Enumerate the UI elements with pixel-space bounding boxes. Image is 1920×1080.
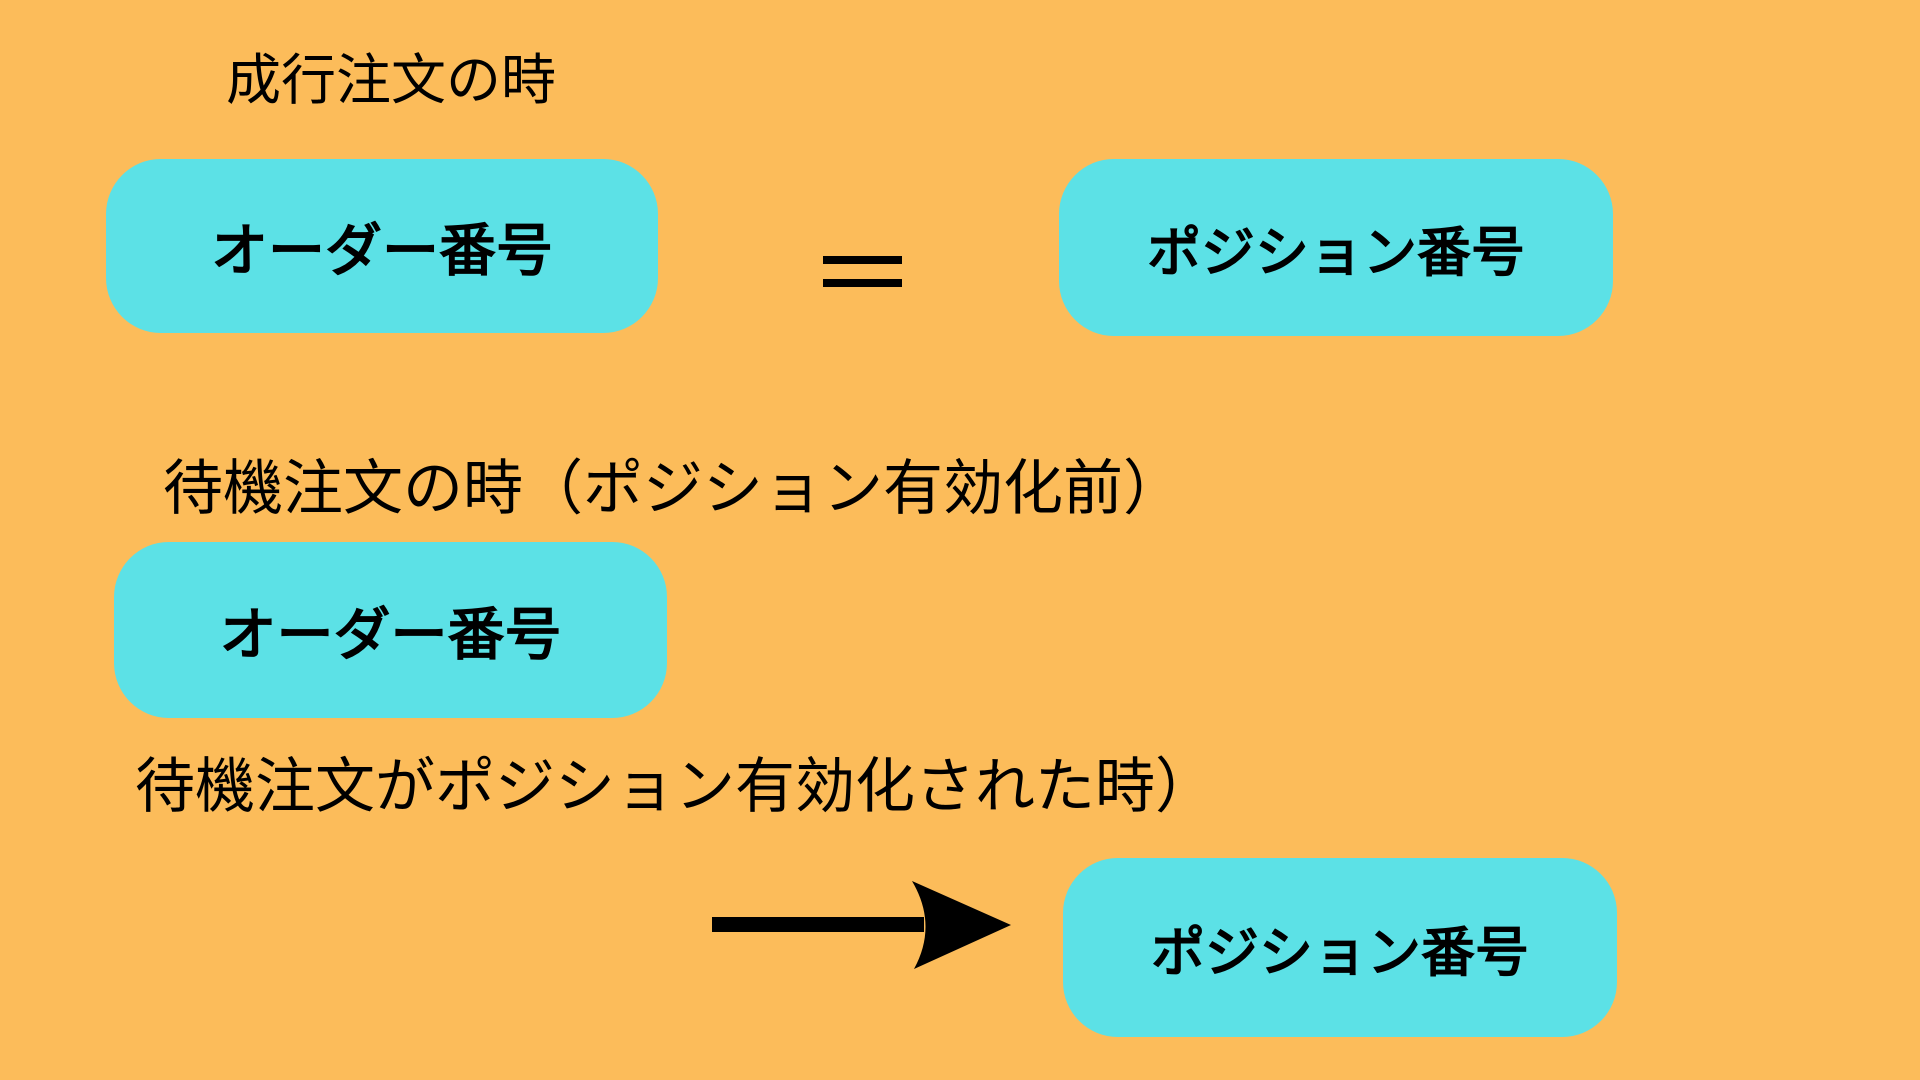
box-order-number-2: オーダー番号 [114, 542, 667, 718]
equals-bottom-bar [823, 279, 902, 287]
equals-icon [823, 256, 902, 287]
arrow-right-icon [712, 881, 1011, 969]
label-pending-order-before-activation: 待機注文の時（ポジション有効化前） [163, 456, 1183, 522]
label-pending-order-activated: 待機注文がポジション有効化された時） [135, 754, 1215, 820]
label-market-order: 成行注文の時 [226, 50, 557, 111]
box-position-number-1-label: ポジション番号 [1147, 223, 1525, 283]
box-order-number-1: オーダー番号 [106, 159, 658, 333]
box-position-number-2: ポジション番号 [1063, 858, 1617, 1037]
equals-top-bar [823, 256, 902, 264]
box-order-number-1-label: オーダー番号 [211, 219, 553, 283]
box-position-number-1: ポジション番号 [1059, 159, 1613, 336]
box-position-number-2-label: ポジション番号 [1151, 923, 1529, 983]
box-order-number-2-label: オーダー番号 [219, 603, 562, 667]
